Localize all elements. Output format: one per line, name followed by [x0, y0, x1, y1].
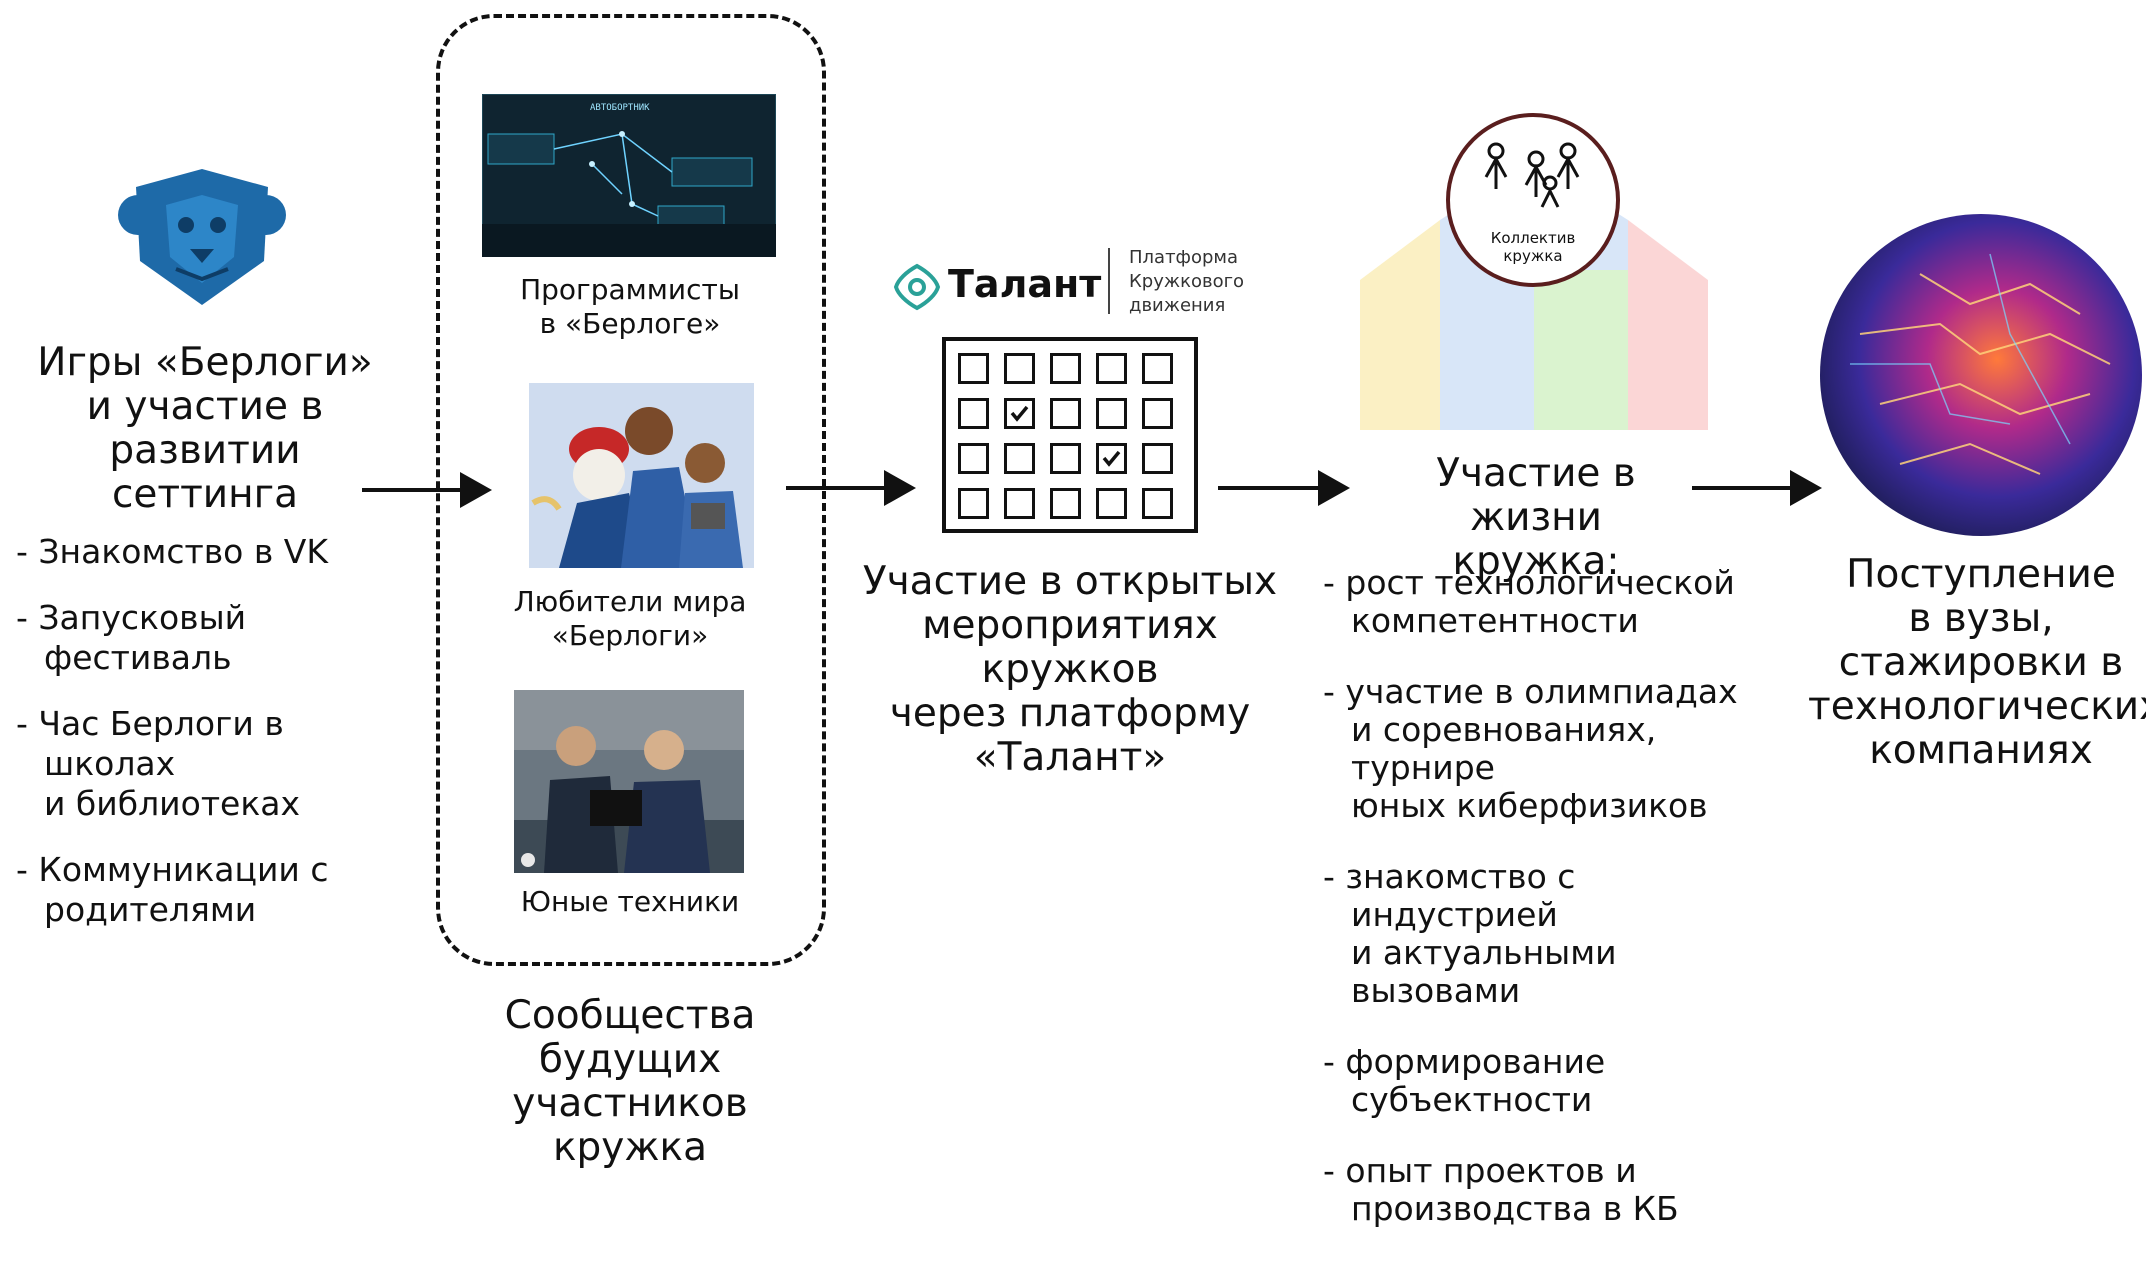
calendar-cell — [1050, 398, 1081, 429]
calendar-cell-checked — [1004, 398, 1035, 429]
col5-title: Поступление в вузы, стажировки в техноло… — [1808, 552, 2146, 773]
caption-programmers: Программисты в «Берлоге» — [520, 273, 740, 340]
col4-title: Участие в жизни кружка: — [1436, 451, 1636, 584]
calendar-cell — [1004, 488, 1035, 519]
list-item: - опыт проектов и производства в КБ — [1323, 1151, 1679, 1228]
calendar-cell — [1142, 353, 1173, 384]
arrow-2-head — [884, 470, 916, 506]
programmers-screenshot: АВТОБОРТНИК — [482, 94, 776, 257]
calendar-cell — [1096, 398, 1127, 429]
list-item: - Запусковый фестиваль — [16, 598, 247, 677]
col1-title: Игры «Берлоги» и участие в развитии сетт… — [37, 340, 373, 517]
people-icon — [1484, 142, 1580, 208]
calendar-cell — [958, 443, 989, 474]
bears-illustration — [529, 383, 754, 568]
arrow-4 — [1692, 486, 1792, 490]
col1-list: - Знакомство в VK - Запусковый фестиваль… — [16, 532, 416, 956]
caption-young-techs: Юные техники — [520, 885, 740, 918]
calendar-cell — [1004, 353, 1035, 384]
check-icon — [1102, 450, 1121, 467]
list-item: - Коммуникации с родителями — [16, 850, 329, 929]
col3-title: Участие в открытых мероприятиях кружков … — [862, 559, 1278, 780]
list-item: - рост технологической компетентности — [1323, 563, 1735, 640]
arrow-4-head — [1790, 470, 1822, 506]
talant-logo-name: Талант — [948, 262, 1102, 306]
calendar-cell — [1096, 488, 1127, 519]
calendar-cell — [1142, 488, 1173, 519]
talant-logo-icon — [893, 263, 941, 311]
calendar-cell — [1050, 353, 1081, 384]
arrow-3 — [1218, 486, 1318, 490]
list-item: - Знакомство в VK — [16, 532, 329, 571]
calendar-cell — [1050, 488, 1081, 519]
communities-box — [436, 14, 826, 966]
list-item: - формирование субъектности — [1323, 1042, 1606, 1119]
caption-fans: Любители мира «Берлоги» — [513, 585, 747, 652]
talant-logo-sub: Платформа Кружкового движения — [1129, 247, 1245, 316]
calendar-grid — [942, 337, 1198, 533]
talant-divider — [1108, 248, 1110, 314]
calendar-cell — [1004, 443, 1035, 474]
young-techs-photo — [514, 690, 744, 873]
list-item: - знакомство с индустрией и актуальными … — [1323, 857, 1617, 1010]
calendar-cell-checked — [1096, 443, 1127, 474]
arrow-2 — [786, 486, 886, 490]
communities-title: Сообщества будущих участников кружка — [504, 993, 756, 1170]
list-item: - Час Берлоги в школах и библиотеках — [16, 704, 301, 823]
arrow-1 — [362, 488, 462, 492]
calendar-cell — [958, 398, 989, 429]
calendar-cell — [958, 353, 989, 384]
screen-title: АВТОБОРТНИК — [590, 103, 650, 113]
col4-list: - рост технологической компетентности - … — [1323, 564, 1783, 1261]
calendar-cell — [958, 488, 989, 519]
calendar-cell — [1050, 443, 1081, 474]
arrow-1-head — [460, 472, 492, 508]
talant-logo: Талант Платформа Кружкового движения — [888, 246, 1268, 322]
calendar-cell — [1142, 443, 1173, 474]
bear-logo — [116, 165, 288, 307]
calendar-cell — [1096, 353, 1127, 384]
collective-badge: Коллектив кружка — [1446, 113, 1620, 287]
list-item: - участие в олимпиадах и соревнованиях, … — [1323, 672, 1738, 825]
collective-label: Коллектив кружка — [1490, 229, 1576, 265]
tech-map-image — [1820, 214, 2142, 536]
calendar-cell — [1142, 398, 1173, 429]
arrow-3-head — [1318, 470, 1350, 506]
check-icon — [1010, 405, 1029, 422]
